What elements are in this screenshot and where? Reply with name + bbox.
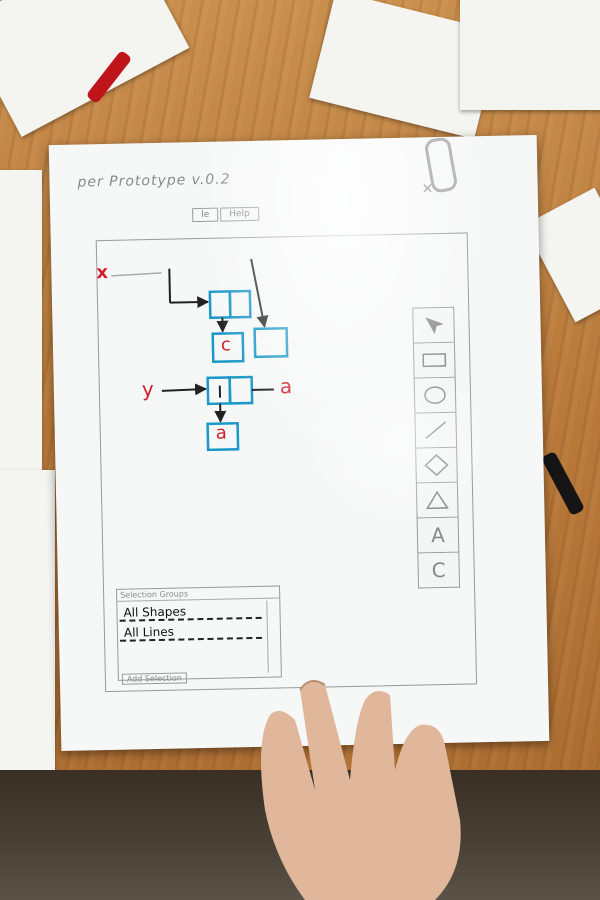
selection-groups-header: Selection Groups <box>117 586 280 602</box>
group-all-shapes[interactable]: All Shapes <box>119 600 262 622</box>
diagram-label-x: x <box>96 261 109 284</box>
diamond-icon <box>424 454 449 477</box>
diagram-label-a-box: a <box>215 422 228 444</box>
paper-stack-left-lower <box>0 470 55 815</box>
line-icon <box>425 421 447 439</box>
rectangle-tool[interactable] <box>412 342 456 379</box>
ellipse-icon <box>424 386 446 404</box>
triangle-icon <box>426 490 449 510</box>
diagram-label-a-right: a <box>279 374 293 399</box>
diagram-label-y: y <box>141 377 154 402</box>
text-icon: A <box>430 522 446 548</box>
redo-tool[interactable]: C <box>417 552 461 589</box>
pointer-tool[interactable] <box>412 306 455 344</box>
tool-palette: A C <box>412 306 461 589</box>
rectangle-icon <box>422 353 447 368</box>
line-tool[interactable] <box>414 412 458 449</box>
text-tool[interactable]: A <box>416 517 460 554</box>
paper-scrap-top-far-right <box>460 0 600 110</box>
group-all-lines[interactable]: All Lines <box>119 620 263 642</box>
diagram-label-c: c <box>220 334 232 356</box>
ellipse-tool[interactable] <box>413 377 457 414</box>
paper-stack-left <box>0 170 42 470</box>
add-selection-button[interactable]: Add Selection <box>121 672 187 685</box>
triangle-tool[interactable] <box>415 482 459 519</box>
pointer-icon <box>425 317 444 335</box>
hand <box>261 680 461 900</box>
diamond-tool[interactable] <box>415 447 458 484</box>
redo-icon: C <box>431 557 446 583</box>
paper-prototype-sheet: per Prototype v.0.2 ✕ le Help x y a c a <box>48 134 550 752</box>
